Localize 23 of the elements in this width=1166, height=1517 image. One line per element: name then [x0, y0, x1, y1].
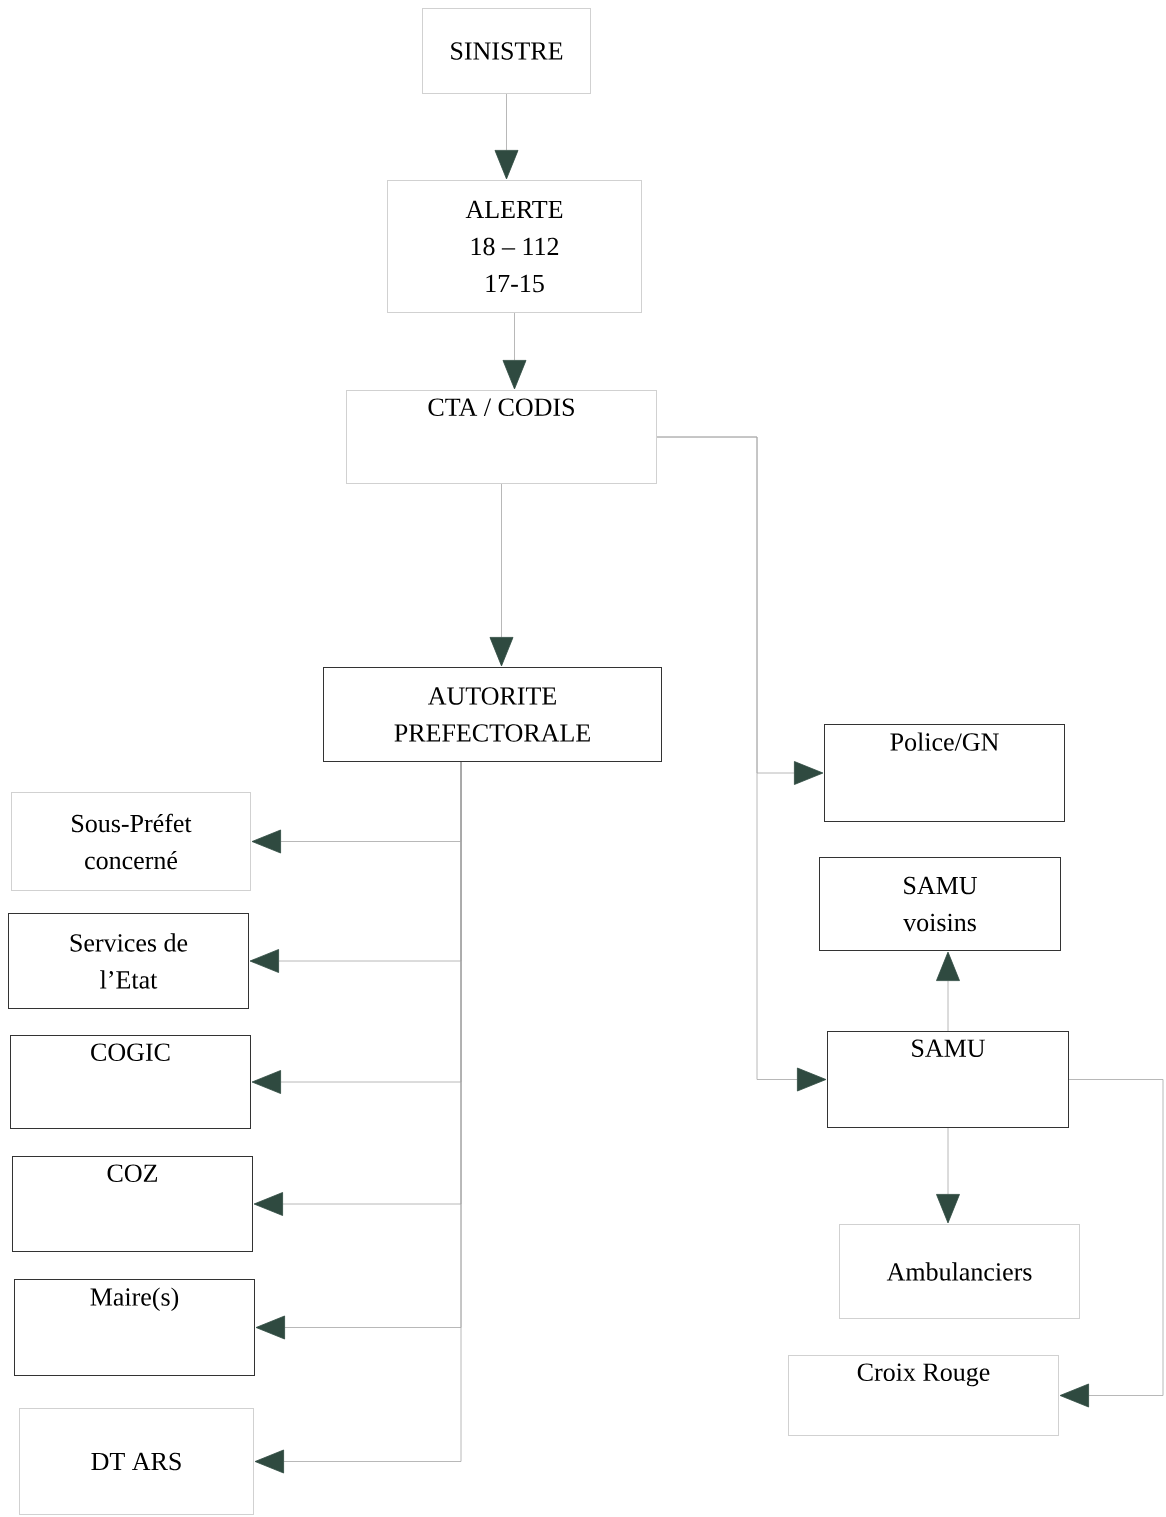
process-box: ALERTE 18 – 112 17-15: [387, 180, 642, 313]
process-box: AUTORITE PREFECTORALE: [323, 667, 662, 762]
process-box: SINISTRE: [422, 8, 591, 94]
process-box: Police/GN: [824, 724, 1065, 822]
process-box: Sous-Préfet concerné: [11, 792, 251, 891]
process-box: Ambulanciers: [839, 1224, 1080, 1319]
arrow: [254, 761, 462, 1474]
arrow: [494, 93, 519, 180]
process-box: COZ: [12, 1156, 253, 1252]
process-box: Croix Rouge: [788, 1355, 1059, 1436]
arrow: [489, 483, 514, 667]
process-box: Services de l’Etat: [8, 913, 249, 1009]
process-box: Maire(s): [14, 1279, 255, 1376]
arrow: [502, 312, 527, 390]
process-box: COGIC: [10, 1035, 251, 1129]
arrow: [936, 951, 960, 1032]
process-box: SAMU voisins: [819, 857, 1061, 951]
process-box: CTA / CODIS: [346, 390, 657, 484]
arrow: [1059, 1079, 1164, 1408]
process-box: DT ARS: [19, 1408, 254, 1515]
process-box: SAMU: [827, 1031, 1069, 1128]
arrow: [656, 436, 827, 1092]
arrow: [936, 1127, 960, 1224]
